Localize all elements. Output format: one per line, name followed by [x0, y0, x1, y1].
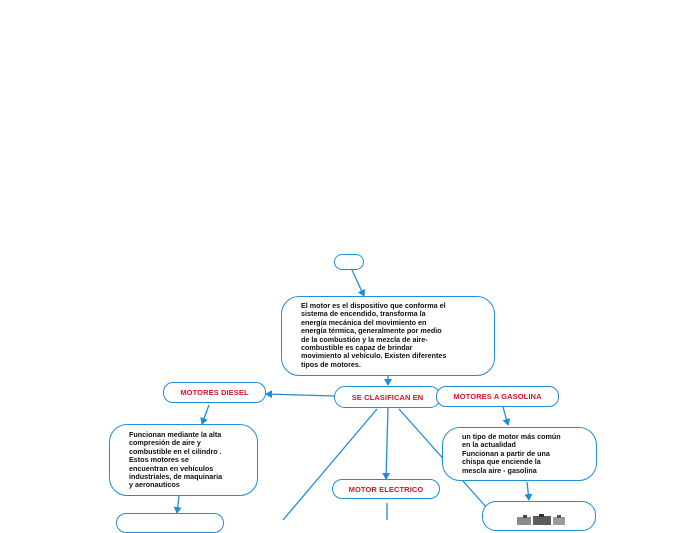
gasolina-image-node[interactable]: [482, 501, 596, 531]
diesel-label: MOTORES DIESEL: [180, 388, 249, 397]
diesel-text: Funcionan mediante la alta compresión de…: [129, 430, 223, 490]
connector-layer: [173, 269, 533, 520]
root-node[interactable]: [334, 254, 364, 270]
engine-image: [517, 514, 565, 525]
gasolina-text: un tipo de motor más común en la actuali…: [462, 432, 561, 475]
connector-gasolina-text-down: [524, 481, 533, 501]
gasolina-label: MOTORES A GASOLINA: [453, 392, 542, 401]
connector-root-definition: [351, 269, 366, 297]
diesel-image-node[interactable]: [116, 513, 224, 533]
definition-text: El motor es el dispositivo que conforma …: [301, 301, 447, 369]
electrico-label: MOTOR ELECTRICO: [348, 484, 424, 494]
mind-map-canvas: El motor es el dispositivo que conforma …: [109, 254, 597, 533]
gasolina-node[interactable]: MOTORES A GASOLINA: [436, 386, 559, 407]
classify-node[interactable]: SE CLASIFICAN EN: [334, 386, 441, 408]
connector-gasolina-text: [502, 406, 511, 426]
diesel-node[interactable]: MOTORES DIESEL: [163, 382, 266, 403]
definition-node[interactable]: El motor es el dispositivo que conforma …: [281, 296, 495, 376]
diesel-text-node[interactable]: Funcionan mediante la alta compresión de…: [109, 424, 258, 496]
electrico-node[interactable]: MOTOR ELECTRICO: [332, 479, 440, 499]
connector-diesel-text: [200, 404, 210, 425]
connector-classify-diesel: [265, 390, 335, 399]
connector-classify-bottom-left: [282, 408, 378, 520]
gasolina-text-node[interactable]: un tipo de motor más común en la actuali…: [442, 427, 597, 481]
classify-label: SE CLASIFICAN EN: [351, 392, 424, 402]
connector-diesel-text-down: [173, 495, 182, 514]
connector-classify-electrico: [382, 407, 391, 480]
